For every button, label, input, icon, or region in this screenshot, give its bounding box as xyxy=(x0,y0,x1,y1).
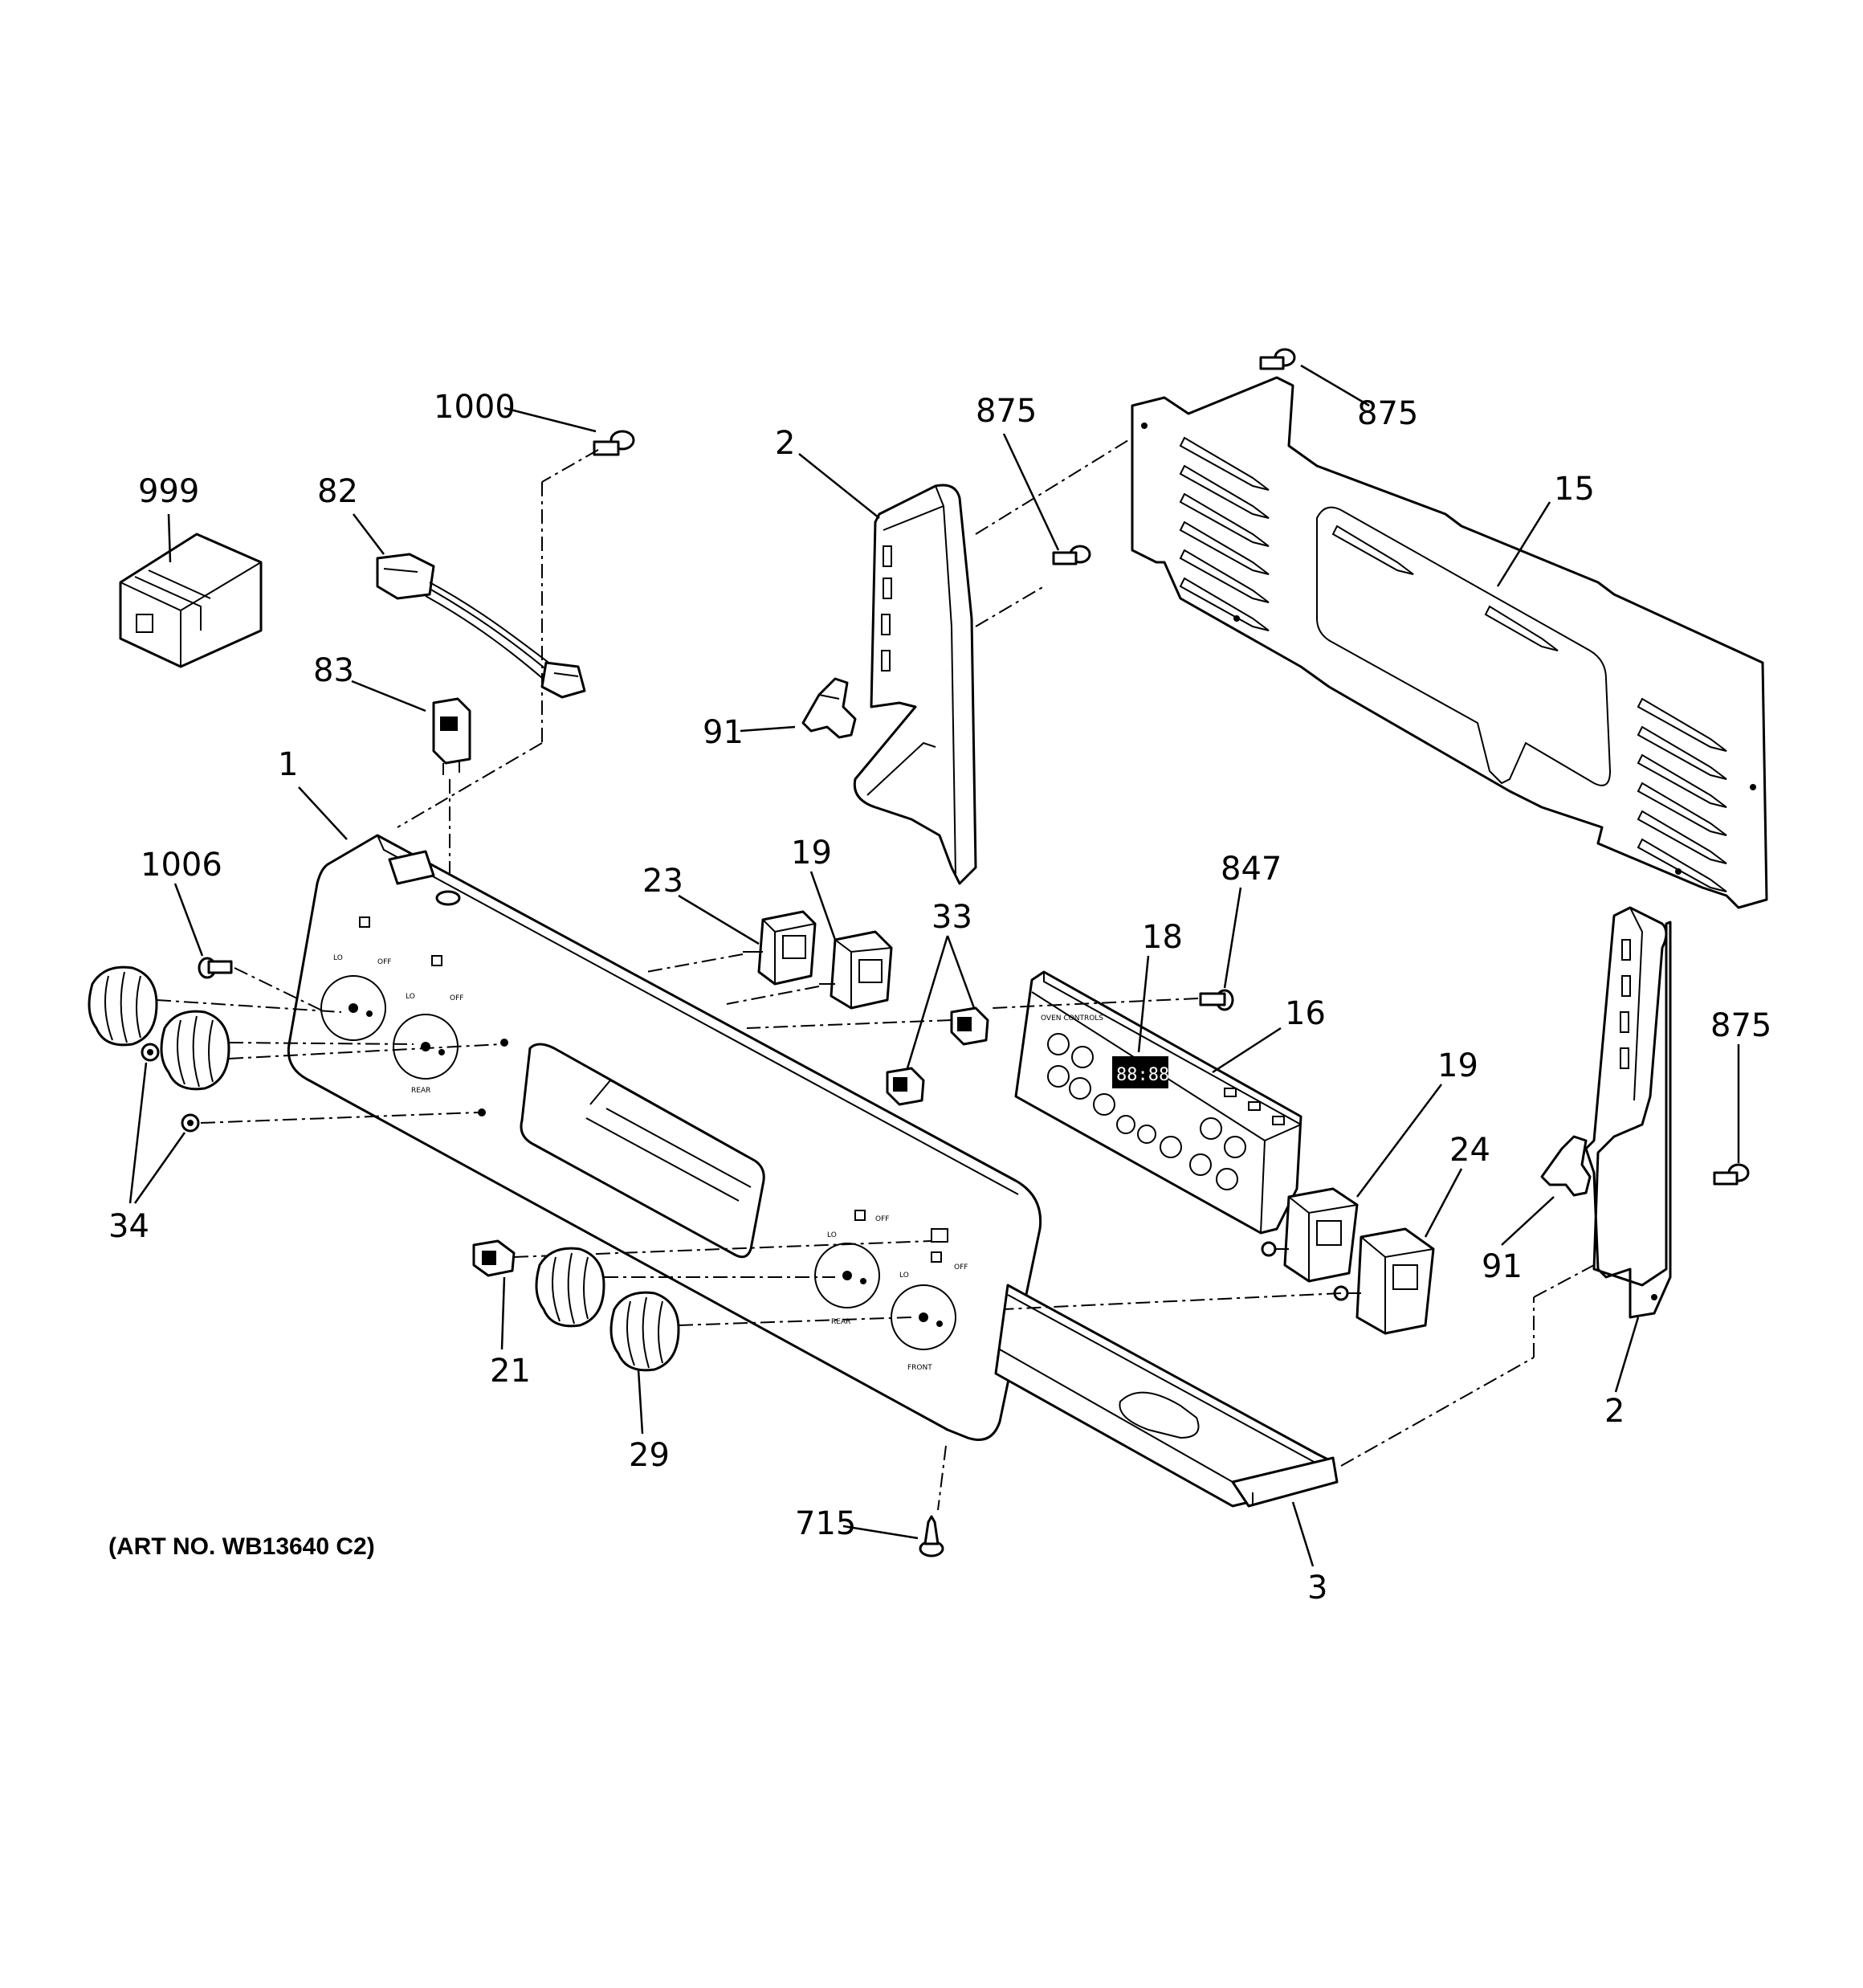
clip-right-part xyxy=(1540,1135,1592,1197)
callout-16: 16 xyxy=(1285,995,1326,1032)
backsplash-panel-part: OFF LO OFF LO REAR OFF LO OFF LO REAR FR… xyxy=(287,834,1042,1441)
callout-2-top: 2 xyxy=(775,425,795,462)
wire-harness-part xyxy=(376,553,586,699)
callout-24: 24 xyxy=(1449,1132,1490,1169)
knob-left-upper-part xyxy=(88,965,342,1047)
callout-875-b: 875 xyxy=(1357,395,1418,432)
callout-82: 82 xyxy=(317,473,358,510)
callout-33: 33 xyxy=(932,899,972,936)
screw-875-a-part xyxy=(1052,545,1091,565)
callout-715: 715 xyxy=(795,1505,856,1542)
callout-19-a: 19 xyxy=(791,835,832,872)
callout-875-a: 875 xyxy=(976,393,1037,430)
callout-1006: 1006 xyxy=(141,847,222,884)
callout-2-bottom: 2 xyxy=(1604,1393,1625,1430)
panel-label-off-4: OFF xyxy=(954,1263,968,1272)
rear-cover-part xyxy=(1131,376,1768,909)
panel-label-lo-1: LO xyxy=(333,954,343,962)
panel-label-lo-4: LO xyxy=(899,1272,909,1280)
grommet-lower-part xyxy=(181,1112,479,1133)
panel-label-off-1: OFF xyxy=(377,958,391,966)
callout-91-a: 91 xyxy=(703,714,744,751)
callout-21: 21 xyxy=(490,1353,531,1390)
callout-847: 847 xyxy=(1221,851,1282,888)
rocker-switch-21-part xyxy=(472,1239,932,1277)
screw-847-part xyxy=(991,989,1234,1011)
oven-controls-title: OVEN CONTROLS xyxy=(1041,1014,1103,1023)
switch-19-upper-part xyxy=(726,930,893,1010)
clip-left-part xyxy=(801,677,857,739)
callout-91-b: 91 xyxy=(1482,1248,1523,1285)
trim-strip-part xyxy=(994,1264,1595,1508)
panel-label-lo-3: LO xyxy=(827,1231,837,1239)
literature-box-part xyxy=(119,533,263,668)
indicator-light-part xyxy=(432,697,471,892)
screw-715-part xyxy=(919,1445,947,1557)
callout-23: 23 xyxy=(642,863,683,900)
callout-numbers: 999 82 1000 83 1 1006 34 2 875 875 15 91… xyxy=(108,389,1771,1606)
oven-display-readout: 88:88 xyxy=(1116,1065,1169,1085)
knob-right-upper-part xyxy=(535,1247,835,1328)
callout-875-c: 875 xyxy=(1710,1007,1771,1044)
callout-29: 29 xyxy=(629,1437,670,1474)
switch-19-lower-part xyxy=(1261,1187,1359,1283)
end-bracket-right-part xyxy=(1584,906,1672,1319)
callout-18: 18 xyxy=(1142,919,1183,956)
rocker-switch-lower-part xyxy=(886,1067,925,1106)
panel-label-rear-2: REAR xyxy=(831,1318,850,1326)
panel-label-rear-1: REAR xyxy=(411,1087,430,1095)
callout-15: 15 xyxy=(1554,471,1595,508)
leader-lines xyxy=(128,364,1740,1567)
callout-83: 83 xyxy=(313,652,354,689)
callout-19-b: 19 xyxy=(1437,1047,1478,1084)
knob-right-lower-part xyxy=(609,1291,912,1372)
end-bracket-left-part xyxy=(853,437,1133,885)
callout-34: 34 xyxy=(108,1208,149,1245)
panel-label-off-2: OFF xyxy=(450,994,463,1002)
callout-3: 3 xyxy=(1307,1570,1327,1606)
grommet-upper-part xyxy=(141,1043,160,1062)
callout-1: 1 xyxy=(278,746,298,783)
callout-1000: 1000 xyxy=(434,389,516,426)
screw-1000-part xyxy=(397,430,635,828)
electronic-control-part: 88:88 OVEN CONTROLS xyxy=(1014,970,1302,1235)
knob-left-lower-part xyxy=(160,1010,503,1091)
callout-999: 999 xyxy=(138,473,199,510)
switch-23-part xyxy=(646,910,817,986)
panel-label-off-3: OFF xyxy=(875,1215,889,1223)
screw-1006-part xyxy=(198,957,326,1013)
screw-875-c-part xyxy=(1713,1163,1750,1186)
art-number-label: (ART NO. WB13640 C2) xyxy=(108,1533,375,1560)
screw-875-b-part xyxy=(1259,348,1296,370)
panel-label-lo-2: LO xyxy=(406,993,415,1001)
panel-label-front: FRONT xyxy=(907,1364,932,1372)
rocker-switch-upper-part xyxy=(746,1006,989,1046)
switch-24-part xyxy=(1003,1227,1435,1335)
